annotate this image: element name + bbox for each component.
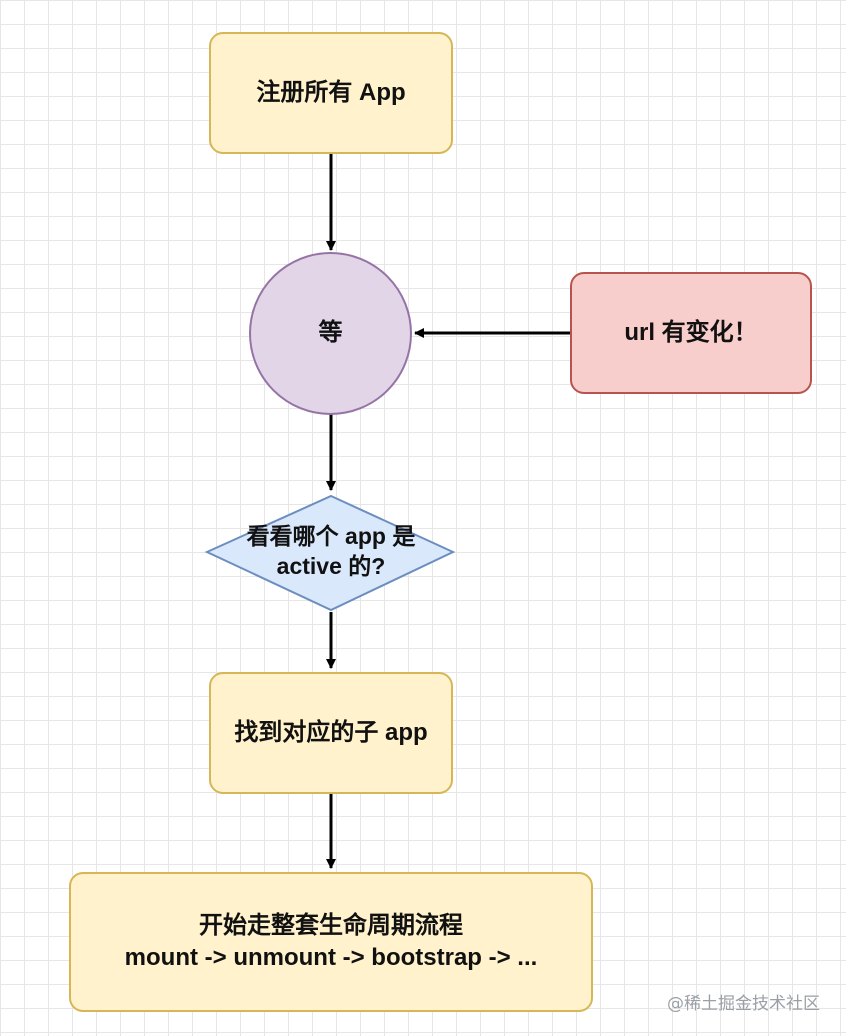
- check-active-line1: 看看哪个 app 是: [246, 523, 416, 550]
- lifecycle-line2: mount -> unmount -> bootstrap -> ...: [124, 944, 538, 971]
- register-apps-label: 注册所有 App: [256, 78, 406, 106]
- find-app-label: 找到对应的子 app: [234, 718, 428, 746]
- lifecycle-line1: 开始走整套生命周期流程: [199, 911, 463, 939]
- decision-diamond: [204, 494, 456, 612]
- register-apps-node: 注册所有 App: [209, 32, 453, 154]
- wait-node: 等: [249, 252, 412, 415]
- url-change-node: url 有变化！: [570, 272, 812, 394]
- watermark: @稀土掘金技术社区: [667, 994, 820, 1014]
- lifecycle-node: 开始走整套生命周期流程 mount -> unmount -> bootstra…: [69, 872, 593, 1012]
- check-active-label: 看看哪个 app 是 active 的?: [209, 512, 453, 592]
- check-active-line2: active 的?: [276, 553, 386, 579]
- find-app-node: 找到对应的子 app: [209, 672, 453, 794]
- url-change-label: url 有变化！: [624, 318, 758, 346]
- wait-label: 等: [318, 319, 343, 347]
